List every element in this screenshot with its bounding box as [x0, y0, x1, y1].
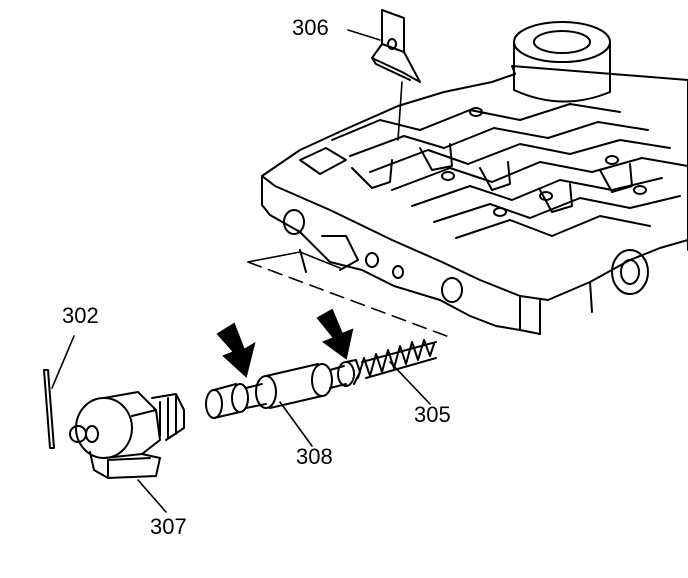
solenoid-307 — [69, 391, 185, 513]
bore-axis-guide — [247, 251, 453, 339]
direction-arrow-icon — [216, 322, 256, 378]
callout-307: 307 — [150, 514, 187, 539]
direction-arrows — [216, 308, 354, 378]
retainer-clip-306 — [347, 9, 421, 141]
spring-305 — [357, 339, 437, 405]
pin-302 — [43, 335, 75, 449]
valve-body-housing — [261, 21, 688, 335]
valve-308 — [205, 359, 361, 447]
callout-308: 308 — [296, 444, 333, 469]
callout-305: 305 — [414, 402, 451, 427]
direction-arrow-icon — [316, 308, 354, 360]
callout-306: 306 — [292, 15, 329, 40]
callout-302: 302 — [62, 303, 99, 328]
